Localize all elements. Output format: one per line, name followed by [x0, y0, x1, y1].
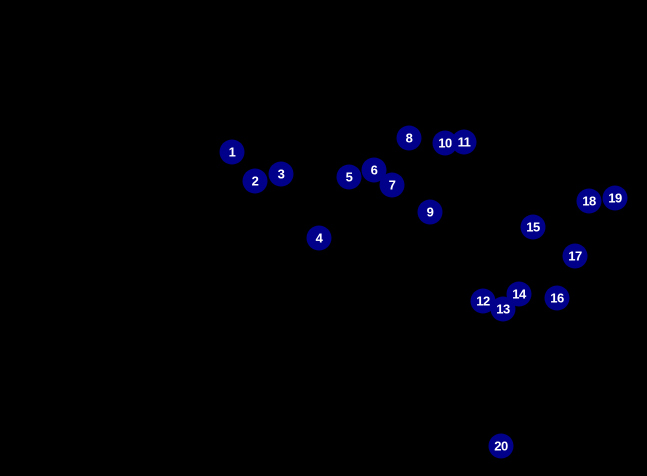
som-marker-9[interactable]: 9	[417, 199, 443, 225]
som-marker-4[interactable]: 4	[306, 225, 332, 251]
som-marker-7[interactable]: 7	[379, 172, 405, 198]
som-marker-2[interactable]: 2	[242, 168, 268, 194]
som-marker-5[interactable]: 5	[336, 164, 362, 190]
som-marker-1[interactable]: 1	[219, 139, 245, 165]
som-marker-11[interactable]: 11	[451, 129, 477, 155]
som-marker-15[interactable]: 15	[520, 214, 546, 240]
som-marker-13[interactable]: 13	[490, 296, 516, 322]
som-marker-17[interactable]: 17	[562, 243, 588, 269]
som-marker-14[interactable]: 14	[506, 281, 532, 307]
som-marker-19[interactable]: 19	[602, 185, 628, 211]
som-marker-3[interactable]: 3	[268, 161, 294, 187]
som-marker-18[interactable]: 18	[576, 188, 602, 214]
som-marker-16[interactable]: 16	[544, 285, 570, 311]
som-marker-8[interactable]: 8	[396, 125, 422, 151]
som-marker-20[interactable]: 20	[488, 433, 514, 459]
